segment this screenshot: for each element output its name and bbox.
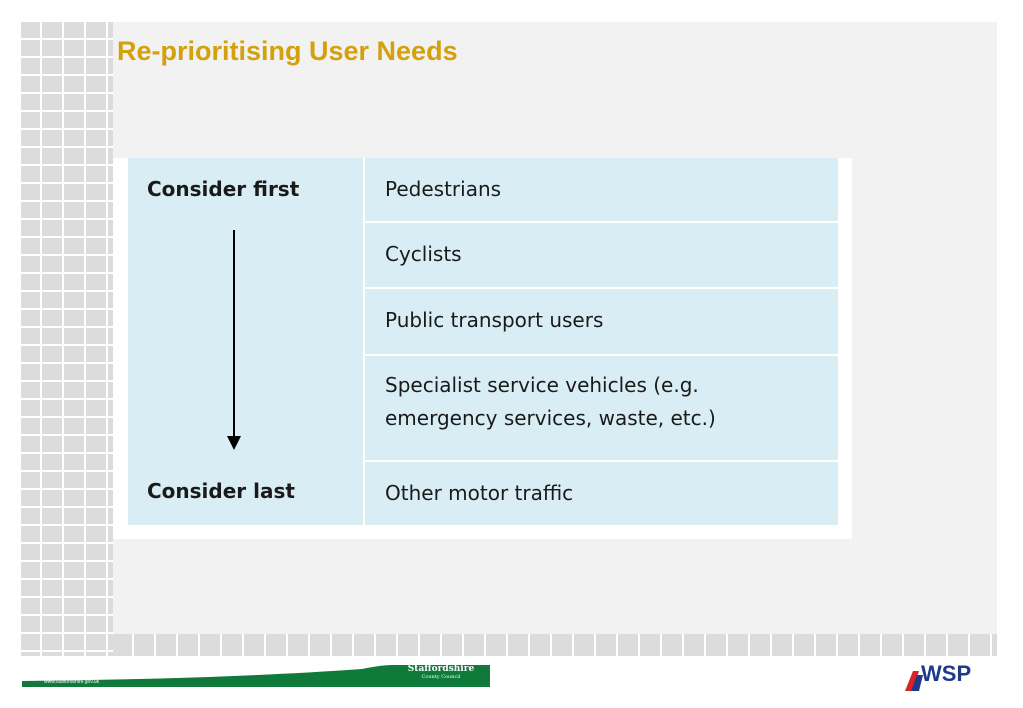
table-row: Other motor traffic [128,461,838,525]
wsp-logo-icon [905,671,923,691]
user-label: Specialist service vehicles (e.g. [385,372,699,397]
user-label-continued: emergency services, waste, etc.) [385,405,716,430]
consider-last-label: Consider last [147,479,295,503]
council-name: Staffordshire [407,664,475,674]
footer-url[interactable]: www.staffordshire.gov.uk [44,679,100,685]
table-cell-user: Public transport users [364,288,838,356]
table-cell-user: Pedestrians [364,158,838,224]
table-cell-user: Other motor traffic [364,461,838,525]
footer-green-swoosh [22,665,490,687]
arrow-head-icon [227,436,241,450]
table-row: Cyclists [128,222,838,290]
user-label: Cyclists [385,242,462,267]
priority-direction-cell: Consider first Consider last [128,158,365,525]
table-row: Public transport users [128,288,838,356]
consider-first-label: Consider first [147,177,300,201]
wsp-logo-text: WSP [921,661,972,686]
priority-table: Consider first Consider last Pedestrians… [128,158,838,525]
user-label: Other motor traffic [385,480,574,505]
table-cell-user: Cyclists [364,222,838,290]
decorative-grid-left [21,22,113,656]
table-row: Specialist service vehicles (e.g. emerge… [128,354,838,462]
table-cell-user: Specialist service vehicles (e.g. emerge… [364,354,838,462]
table-row: Consider first Consider last Pedestrians [128,158,838,525]
user-label: Pedestrians [385,177,502,201]
council-sub: County Council [421,674,461,680]
priority-table-panel: Consider first Consider last Pedestrians… [113,158,852,539]
decorative-grid-bottom [113,634,997,656]
user-label: Public transport users [385,308,604,333]
slide-title: Re-prioritising User Needs [117,36,458,66]
down-arrow-icon [233,230,235,440]
council-logo: Staffordshire County Council [392,664,490,680]
